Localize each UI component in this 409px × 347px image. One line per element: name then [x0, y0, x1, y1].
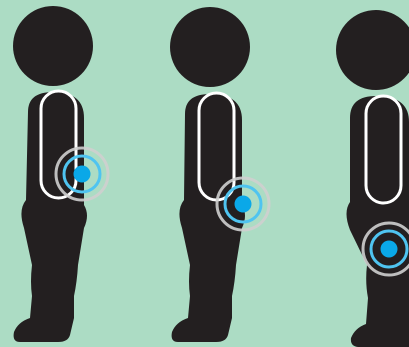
- arm-outline: [366, 96, 401, 203]
- sensor-dot: [74, 166, 91, 183]
- sensor-signal-icon: [217, 178, 269, 230]
- sensor-signal-icon: [56, 148, 108, 200]
- sensor-dot: [235, 196, 252, 213]
- sensor-dot: [381, 241, 398, 258]
